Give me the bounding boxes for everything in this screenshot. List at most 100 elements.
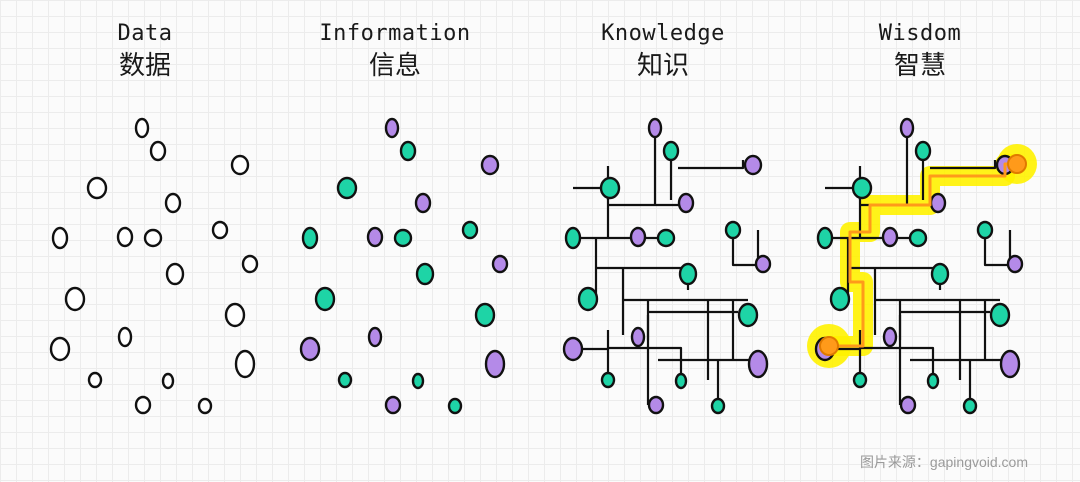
- information-dot: [393, 228, 413, 248]
- information-dot: [461, 220, 479, 240]
- knowledge-dot: [647, 117, 663, 139]
- information-dot: [484, 349, 506, 379]
- title-wisdom: Wisdom: [878, 21, 962, 46]
- wisdom-connector: [860, 346, 935, 381]
- wisdom-dot: [899, 395, 917, 415]
- data-dot: [87, 371, 103, 389]
- information-dot: [299, 336, 321, 362]
- knowledge-dot: [747, 349, 769, 379]
- knowledge-dot: [562, 336, 584, 362]
- data-dot: [230, 154, 250, 176]
- information-dot: [337, 371, 353, 389]
- knowledge-dot: [629, 226, 647, 248]
- data-panel-dots: [49, 117, 259, 415]
- data-dot: [164, 192, 182, 214]
- wisdom-dot: [999, 349, 1021, 379]
- information-dot: [301, 226, 319, 250]
- information-panel-dots: [299, 117, 509, 415]
- data-dot: [224, 302, 246, 328]
- subtitle-information: 信息: [368, 50, 421, 81]
- data-dot: [149, 140, 167, 162]
- wisdom-dot: [1006, 254, 1024, 274]
- knowledge-dot: [656, 228, 676, 248]
- knowledge-dot: [564, 226, 582, 250]
- data-dot: [197, 397, 213, 415]
- wisdom-dot: [962, 397, 978, 415]
- knowledge-dot: [577, 286, 599, 312]
- information-dot: [447, 397, 463, 415]
- wisdom-dot: [852, 371, 868, 389]
- wisdom-dot: [816, 226, 834, 250]
- information-dot: [366, 226, 384, 248]
- knowledge-connector: [646, 300, 738, 342]
- wisdom-connector: [898, 300, 990, 342]
- data-dot: [134, 395, 152, 415]
- information-dot: [411, 372, 425, 390]
- information-dot: [491, 254, 509, 274]
- data-dot: [64, 286, 86, 312]
- wisdom-dot: [829, 286, 851, 312]
- subtitle-wisdom: 智慧: [893, 50, 946, 81]
- data-dot: [116, 226, 134, 248]
- knowledge-dot: [674, 372, 688, 390]
- data-dot: [234, 349, 256, 379]
- knowledge-dot: [630, 326, 646, 348]
- wisdom-path-line: [829, 162, 1017, 348]
- wisdom-dot: [881, 226, 899, 248]
- knowledge-dot: [724, 220, 742, 240]
- knowledge-dot: [678, 262, 698, 286]
- wisdom-dot: [989, 302, 1011, 328]
- wisdom-end-node: [1007, 154, 1027, 174]
- knowledge-connector: [608, 346, 683, 381]
- title-knowledge: Knowledge: [601, 21, 725, 46]
- information-dot: [314, 286, 336, 312]
- knowledge-connector: [678, 160, 745, 170]
- data-dot: [161, 372, 175, 390]
- data-dot: [143, 228, 163, 248]
- knowledge-panel-network: [562, 117, 772, 415]
- image-credit: 图片来源：gapingvoid.com: [859, 454, 1028, 470]
- data-dot: [165, 262, 185, 286]
- data-dot: [134, 117, 150, 139]
- knowledge-dot: [737, 302, 759, 328]
- wisdom-dot: [976, 220, 994, 240]
- knowledge-connector: [731, 230, 763, 267]
- wisdom-dot: [882, 326, 898, 348]
- information-dot: [367, 326, 383, 348]
- wisdom-connector: [983, 230, 1015, 267]
- panel-title-information: Information 信息: [295, 20, 495, 82]
- data-dot: [51, 226, 69, 250]
- panel-title-wisdom: Wisdom 智慧: [820, 20, 1020, 82]
- wisdom-dot: [930, 262, 950, 286]
- information-dot: [384, 117, 400, 139]
- knowledge-dot: [710, 397, 726, 415]
- wisdom-panel-network: [807, 117, 1037, 415]
- information-dot: [480, 154, 500, 176]
- data-dot: [117, 326, 133, 348]
- wisdom-dot: [929, 192, 947, 214]
- wisdom-dot: [908, 228, 928, 248]
- wisdom-dot: [899, 117, 915, 139]
- data-dot: [211, 220, 229, 240]
- subtitle-data: 数据: [118, 50, 171, 81]
- data-dot: [241, 254, 259, 274]
- knowledge-dot: [743, 154, 763, 176]
- knowledge-dot: [599, 176, 621, 200]
- title-data: Data: [117, 21, 173, 46]
- data-dot: [86, 176, 108, 200]
- wisdom-dot: [926, 372, 940, 390]
- knowledge-dot: [662, 140, 680, 162]
- knowledge-dot: [647, 395, 665, 415]
- information-dot: [399, 140, 417, 162]
- information-dot: [336, 176, 358, 200]
- knowledge-dot: [600, 371, 616, 389]
- wisdom-dot: [914, 140, 932, 162]
- subtitle-knowledge: 知识: [636, 50, 689, 81]
- data-dot: [49, 336, 71, 362]
- information-dot: [415, 262, 435, 286]
- knowledge-dot: [754, 254, 772, 274]
- knowledge-dot: [677, 192, 695, 214]
- wisdom-start-node: [819, 336, 839, 356]
- wisdom-connector: [930, 160, 997, 170]
